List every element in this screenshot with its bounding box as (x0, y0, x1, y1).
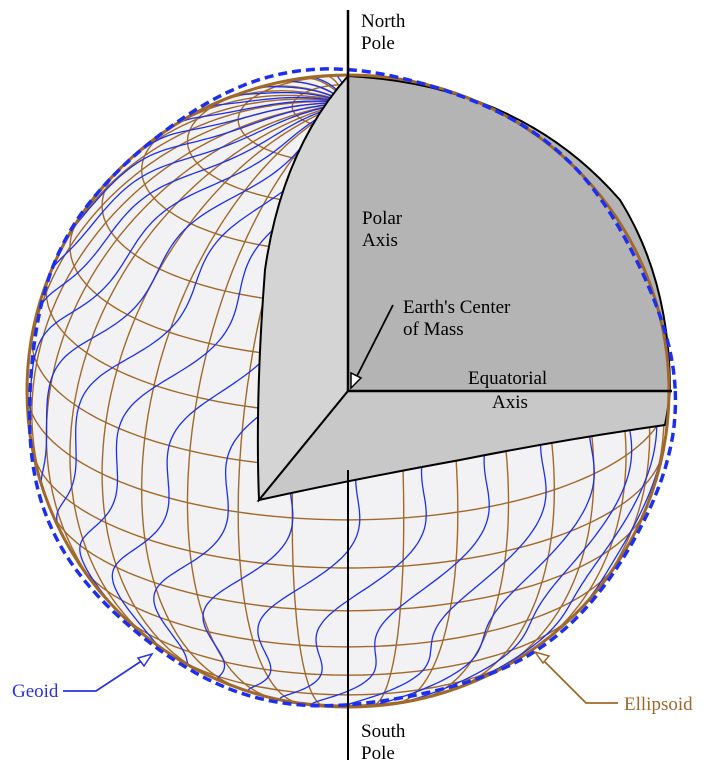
ellipsoid-meridian (31, 101, 349, 515)
equatorial-axis-label: Equatorial Axis (468, 368, 552, 413)
ellipsoid-label: Ellipsoid (624, 694, 693, 715)
polar-axis-label: Polar Axis (362, 208, 407, 251)
center-of-mass-label: Earth's Center of Mass (403, 297, 515, 340)
ellipsoid-arrowhead (533, 650, 551, 665)
center-of-mass-arrowhead (350, 371, 363, 390)
ellipsoid-parallel (27, 390, 669, 521)
geoid-line (40, 106, 343, 487)
geoid-line (172, 100, 338, 127)
geoid-line (69, 103, 338, 234)
geoid-arrowhead (136, 652, 154, 668)
cutaway-back-face (256, 73, 349, 503)
ellipsoid-meridian (141, 101, 349, 691)
geoid-label: Geoid (12, 681, 59, 702)
south-pole-label: South Pole (361, 721, 410, 764)
center-of-mass-leader (355, 304, 394, 379)
geoid-outline (27, 67, 678, 708)
ellipsoid-leader (542, 659, 618, 704)
geoid-leader (63, 659, 144, 692)
geoid-line (234, 91, 339, 101)
geoid-line (32, 104, 340, 329)
north-pole-label: North Pole (361, 11, 410, 54)
ellipsoid-meridian (69, 101, 349, 649)
geoid-line (262, 85, 341, 101)
ellipsoid-meridian (101, 101, 349, 676)
geoid-line (206, 96, 338, 108)
cutaway-wedge (256, 73, 672, 503)
geoid-line (50, 103, 339, 273)
